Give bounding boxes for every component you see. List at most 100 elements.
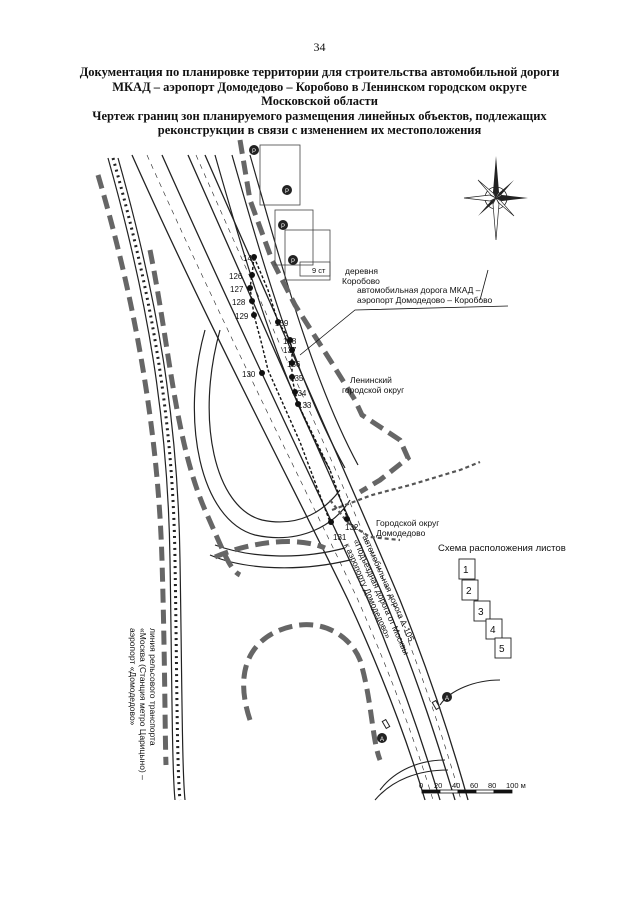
boundary-point — [289, 360, 295, 366]
boundary-point — [295, 401, 301, 407]
railway-label-line: «Москва (Станция метро Царицыно) – — [138, 628, 148, 780]
sheet-scheme-title: Схема расположения листов — [438, 543, 566, 554]
parking-icon — [282, 185, 292, 195]
bus-stop-shelter — [381, 718, 391, 730]
point-label: 128 — [232, 298, 246, 307]
district-border — [331, 460, 481, 512]
boundary-point — [287, 337, 293, 343]
village-label: Коробово — [342, 276, 380, 286]
boundary-point — [259, 370, 265, 376]
parking-markers: Р Р Р Р — [249, 145, 298, 265]
district-label: Городской округ — [376, 518, 439, 528]
railway-label-line: аэропорт «Домодедово» — [128, 628, 138, 726]
sheet-number: 2 — [466, 586, 472, 597]
point-label: 127 — [230, 285, 244, 294]
road-label: аэропорт Домодедово – Коробово — [357, 295, 493, 305]
title-line: Чертеж границ зон планируемого размещени… — [92, 108, 547, 123]
bus-stop-icon — [442, 692, 452, 702]
boundary-point — [247, 285, 253, 291]
boundary-point — [251, 312, 257, 318]
district-label: городской округ — [342, 385, 404, 395]
point-label: 138 — [283, 337, 297, 346]
building — [259, 144, 301, 206]
point-label: 131 — [333, 533, 347, 542]
boundary-points — [247, 254, 350, 525]
road-a105-label: автомобильная дорога А-105 «Подъездная д… — [342, 533, 416, 656]
sheet-layout-scheme: Схема расположения листов 1 2 3 4 5 — [438, 543, 566, 659]
boundary-point — [289, 374, 295, 380]
bus-stop-icon — [377, 733, 387, 743]
boundary-point — [251, 254, 257, 260]
document-title: Документация по планировке территории дл… — [60, 65, 579, 138]
district-label: Ленинский — [350, 375, 392, 385]
sheet-box — [461, 579, 479, 601]
sheet-number: 3 — [478, 607, 484, 618]
bus-stop-label: А — [380, 737, 384, 743]
zone-boundary-right — [237, 139, 412, 495]
title-line: реконструкции в связи с изменением их ме… — [157, 123, 482, 137]
point-label: 136 — [287, 360, 301, 369]
sheet-number: 1 — [463, 565, 469, 576]
sheet-number: 5 — [499, 644, 505, 655]
parking-marker-label: Р — [281, 224, 285, 230]
scale-tick-label: 60 — [470, 781, 478, 790]
parking-marker-label: Р — [285, 189, 289, 195]
point-label: 132 — [345, 523, 359, 532]
building — [284, 229, 331, 281]
page-number: 34 — [313, 40, 326, 54]
title-line: Документация по планировке территории дл… — [79, 65, 560, 79]
building — [299, 261, 331, 277]
scale-bar: 0 20 40 60 80 100 м — [419, 781, 526, 794]
village-label: деревня — [345, 266, 378, 276]
boundary-point — [289, 347, 295, 353]
parking-icon — [278, 220, 288, 230]
bus-stop-shelter — [431, 699, 441, 711]
buildings — [259, 144, 331, 281]
scale-tick-label: 0 — [419, 781, 423, 790]
sheet-box — [494, 637, 512, 659]
road-korobovo — [214, 154, 359, 471]
railway-line — [107, 157, 186, 801]
railway-label: линия рельсового транспорта «Москва (Ста… — [128, 628, 158, 780]
zone-boundary-circle — [241, 622, 383, 761]
sheet-box — [485, 618, 503, 640]
bus-stop-markers: А А — [377, 692, 452, 743]
scale-tick-label: 40 — [452, 781, 460, 790]
point-label: 135 — [290, 374, 304, 383]
interchange-loop — [193, 329, 351, 569]
parking-icon — [249, 145, 259, 155]
boundary-point — [249, 272, 255, 278]
boundary-point — [344, 516, 350, 522]
scale-tick-label: 100 м — [506, 781, 526, 790]
zone-boundary-left — [95, 174, 169, 766]
point-label: 134 — [293, 389, 307, 398]
scale-tick-label: 20 — [434, 781, 442, 790]
title-line: Московской области — [261, 94, 378, 108]
title-line: МКАД – аэропорт Домодедово – Коробово в … — [112, 79, 527, 94]
district-border-south — [329, 499, 401, 542]
point-label: 137 — [283, 346, 297, 355]
point-label: 133 — [298, 401, 312, 410]
point-labels: 140 126 127 128 129 139 138 137 136 135 … — [229, 254, 359, 542]
parking-marker-label: Р — [252, 149, 256, 155]
scale-tick-label: 80 — [488, 781, 496, 790]
house-number-label: 9 ст — [312, 266, 326, 275]
sheet-number: 4 — [490, 625, 496, 636]
building — [274, 209, 314, 266]
point-label: 140 — [243, 254, 257, 263]
point-label: 129 — [235, 312, 249, 321]
parking-icon — [288, 255, 298, 265]
compass-rose-icon — [463, 156, 528, 241]
boundary-point — [328, 519, 334, 525]
bus-stop-label: А — [445, 696, 449, 702]
boundary-point — [292, 389, 298, 395]
point-label: 139 — [275, 319, 289, 328]
zone-boundary-loop — [147, 249, 242, 578]
point-label: 126 — [229, 272, 243, 281]
sheet-box — [458, 558, 476, 580]
road-label: автомобильная дорога МКАД – — [357, 285, 481, 295]
lower-ramps — [374, 679, 501, 801]
zone-boundary-lower — [214, 539, 327, 560]
boundary-point — [249, 298, 255, 304]
